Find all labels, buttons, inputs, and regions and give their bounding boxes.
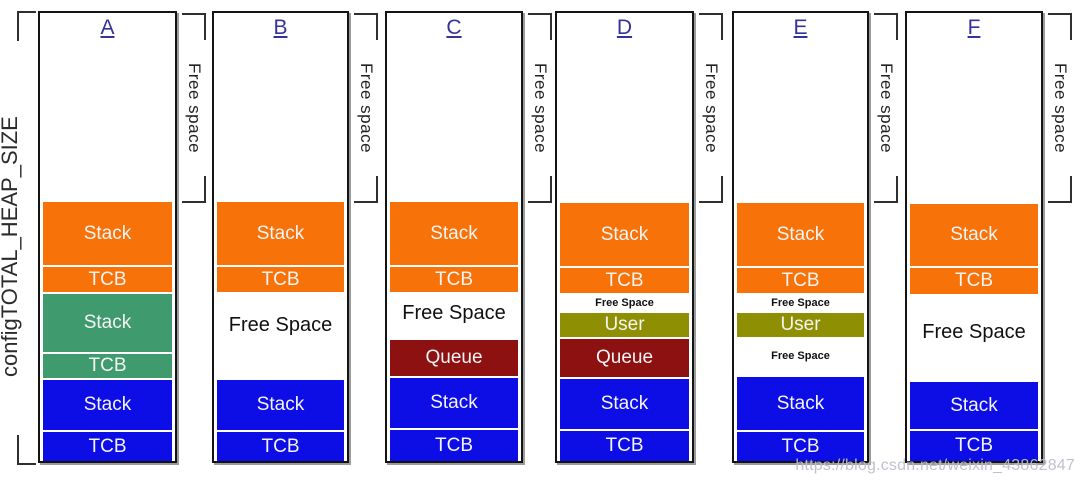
- block-tcb: TCB: [43, 267, 172, 292]
- block-tcb: TCB: [560, 431, 689, 461]
- block-tcb: TCB: [43, 354, 172, 378]
- block-free-space: Free Space: [228, 313, 333, 336]
- block-stack: Stack: [217, 380, 344, 430]
- heap-size-bracket-bottom-icon: [17, 435, 36, 465]
- bracket-bottom-icon: [1048, 176, 1072, 203]
- bracket-top-icon: [182, 13, 206, 40]
- block-user: User: [737, 313, 864, 337]
- block-tcb: TCB: [390, 430, 518, 461]
- block-free-space: Free Space: [595, 297, 654, 309]
- free-space-side-label: Free space: [531, 62, 550, 154]
- watermark: https://blog.csdn.net/weixin_43862847: [795, 457, 1075, 474]
- bracket-top-icon: [699, 13, 723, 40]
- block-tcb: TCB: [910, 431, 1038, 461]
- free-space-side-label: Free space: [185, 62, 204, 154]
- column-link-D[interactable]: D: [616, 16, 633, 39]
- block-stack: Stack: [43, 294, 172, 352]
- block-tcb: TCB: [217, 267, 344, 292]
- block-free-space: Free Space: [771, 297, 830, 309]
- bracket-bottom-icon: [699, 176, 723, 203]
- bracket-top-icon: [1048, 13, 1072, 40]
- block-stack: Stack: [217, 202, 344, 265]
- free-space-bracket-F: Free space: [1048, 13, 1072, 203]
- block-queue: Queue: [390, 340, 518, 376]
- heap-size-label: configTOTAL_HEAP_SIZE: [0, 116, 22, 378]
- column-link-C[interactable]: C: [446, 16, 462, 39]
- bracket-top-icon: [528, 13, 552, 40]
- block-tcb: TCB: [390, 267, 518, 292]
- block-stack: Stack: [390, 202, 518, 265]
- free-space-side-label: Free space: [702, 62, 721, 154]
- bracket-bottom-icon: [354, 176, 378, 203]
- block-tcb: TCB: [43, 432, 172, 461]
- free-space-bracket-E: Free space: [874, 13, 898, 203]
- block-user: User: [560, 313, 689, 337]
- block-tcb: TCB: [737, 432, 864, 461]
- column-link-A[interactable]: A: [100, 16, 115, 39]
- block-stack: Stack: [910, 204, 1038, 266]
- bracket-bottom-icon: [874, 176, 898, 203]
- bracket-bottom-icon: [182, 176, 206, 203]
- bracket-top-icon: [874, 13, 898, 40]
- block-queue: Queue: [560, 339, 689, 377]
- free-space-bracket-B: Free space: [354, 13, 378, 203]
- column-link-F[interactable]: F: [967, 16, 981, 39]
- block-free-space: Free Space: [922, 320, 1026, 343]
- block-stack: Stack: [737, 377, 864, 430]
- block-tcb: TCB: [560, 268, 689, 293]
- bracket-top-icon: [354, 13, 378, 40]
- block-tcb: TCB: [737, 268, 864, 293]
- free-space-side-label: Free space: [877, 62, 896, 154]
- column-link-B[interactable]: B: [273, 16, 288, 39]
- block-stack: Stack: [43, 380, 172, 430]
- block-stack: Stack: [560, 379, 689, 429]
- free-space-side-label: Free space: [1051, 62, 1070, 154]
- free-space-bracket-C: Free space: [528, 13, 552, 203]
- free-space-bracket-A: Free space: [182, 13, 206, 203]
- block-free-space: Free Space: [402, 301, 506, 324]
- block-free-space: Free Space: [771, 350, 830, 362]
- block-stack: Stack: [390, 378, 518, 428]
- free-space-side-label: Free space: [357, 62, 376, 154]
- block-stack: Stack: [737, 203, 864, 266]
- block-stack: Stack: [43, 202, 172, 265]
- block-tcb: TCB: [910, 268, 1038, 294]
- column-link-E[interactable]: E: [793, 16, 808, 39]
- block-stack: Stack: [910, 382, 1038, 429]
- heap-size-bracket-top-icon: [17, 11, 36, 41]
- block-stack: Stack: [560, 203, 689, 266]
- bracket-bottom-icon: [528, 176, 552, 203]
- block-tcb: TCB: [217, 432, 344, 461]
- free-space-bracket-D: Free space: [699, 13, 723, 203]
